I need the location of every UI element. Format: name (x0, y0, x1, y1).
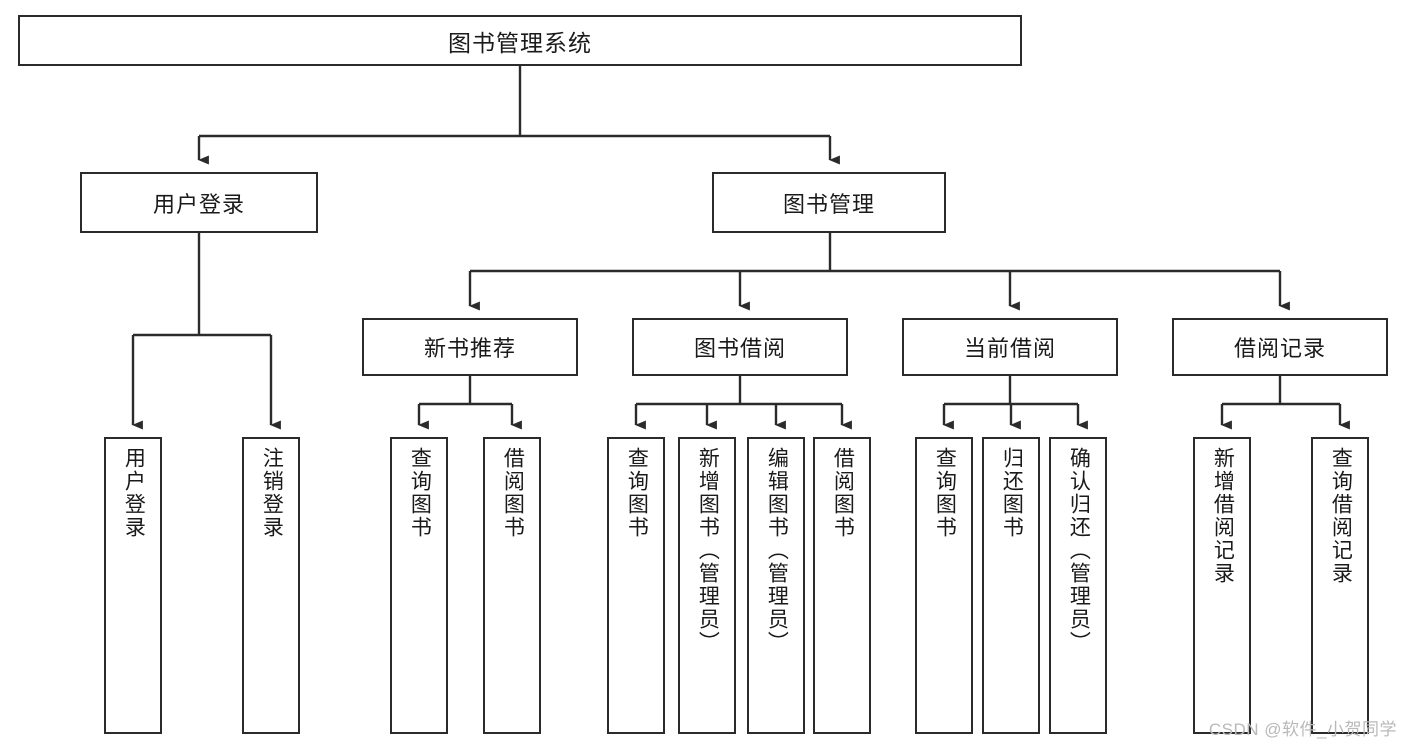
node-current-borrow-label: 当前借阅 (963, 336, 1056, 361)
node-leaf-return-book-label: 归还图书 (1000, 447, 1024, 539)
node-leaf-user-login-label: 用户登录 (122, 447, 146, 539)
node-root-label: 图书管理系统 (448, 29, 592, 56)
node-leaf-add-book[interactable]: 新增图书（管理员） (678, 437, 736, 734)
node-leaf-add-record-label: 新增借阅记录 (1211, 447, 1235, 585)
node-book-management[interactable]: 图书管理 (712, 172, 946, 233)
node-leaf-query-record[interactable]: 查询借阅记录 (1311, 437, 1369, 734)
node-leaf-borrow-book-1[interactable]: 借阅图书 (483, 437, 541, 734)
node-leaf-query-book-3[interactable]: 查询图书 (915, 437, 973, 734)
node-leaf-query-record-label: 查询借阅记录 (1329, 447, 1353, 585)
node-root[interactable]: 图书管理系统 (18, 15, 1022, 66)
node-current-borrow[interactable]: 当前借阅 (902, 318, 1118, 376)
node-book-borrow[interactable]: 图书借阅 (632, 318, 848, 376)
node-leaf-logout-login[interactable]: 注销登录 (242, 437, 300, 734)
node-borrow-record-label: 借阅记录 (1233, 336, 1326, 361)
node-leaf-borrow-book-2[interactable]: 借阅图书 (813, 437, 871, 734)
node-borrow-record[interactable]: 借阅记录 (1172, 318, 1388, 376)
node-leaf-logout-login-label: 注销登录 (260, 447, 284, 539)
node-leaf-add-book-label: 新增图书（管理员） (696, 447, 720, 654)
node-leaf-query-book-1[interactable]: 查询图书 (390, 437, 448, 734)
node-leaf-query-book-2[interactable]: 查询图书 (607, 437, 665, 734)
node-leaf-borrow-book-1-label: 借阅图书 (501, 447, 525, 539)
watermark: CSDN @软件_小贺同学 (1208, 720, 1397, 739)
node-leaf-edit-book-label: 编辑图书（管理员） (765, 447, 789, 654)
node-book-borrow-label: 图书借阅 (693, 336, 786, 361)
node-leaf-query-book-1-label: 查询图书 (408, 447, 432, 539)
node-user-login-label: 用户登录 (152, 191, 245, 217)
node-leaf-confirm-return[interactable]: 确认归还（管理员） (1049, 437, 1107, 734)
node-book-management-label: 图书管理 (782, 191, 875, 217)
node-leaf-query-book-2-label: 查询图书 (625, 447, 649, 539)
node-leaf-edit-book[interactable]: 编辑图书（管理员） (747, 437, 805, 734)
node-user-login[interactable]: 用户登录 (80, 172, 318, 233)
node-leaf-return-book[interactable]: 归还图书 (982, 437, 1040, 734)
node-leaf-add-record[interactable]: 新增借阅记录 (1193, 437, 1251, 734)
node-new-book-recommend[interactable]: 新书推荐 (362, 318, 578, 376)
node-new-book-recommend-label: 新书推荐 (423, 336, 516, 361)
node-leaf-user-login[interactable]: 用户登录 (104, 437, 162, 734)
node-leaf-borrow-book-2-label: 借阅图书 (831, 447, 855, 539)
node-leaf-query-book-3-label: 查询图书 (933, 447, 957, 539)
node-leaf-confirm-return-label: 确认归还（管理员） (1067, 447, 1091, 654)
